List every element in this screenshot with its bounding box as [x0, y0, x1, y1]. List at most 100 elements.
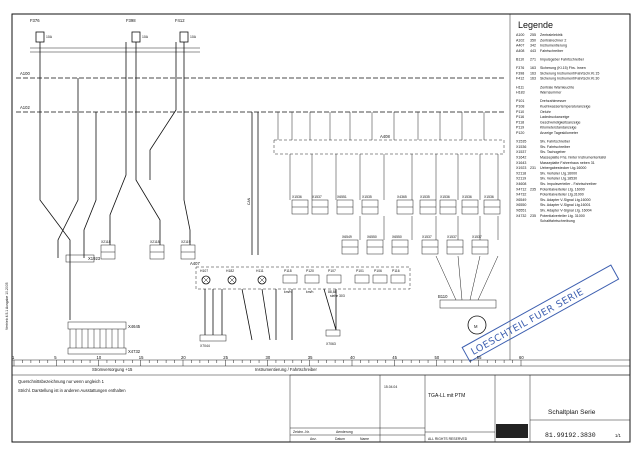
connector-x2118[interactable]: X2118	[100, 240, 116, 260]
connector-x1536[interactable]: X1536	[439, 195, 457, 215]
legend-code: B110	[516, 58, 524, 62]
wire-f412	[183, 42, 191, 245]
instrument-h111[interactable]: H111	[256, 269, 267, 285]
connector-x1923[interactable]: X1923	[65, 254, 101, 263]
legend-entry: P110 Oeluhr	[516, 110, 552, 114]
instrument-h182[interactable]: H182	[226, 269, 237, 285]
module-label: A407	[190, 261, 200, 266]
connector-x2118[interactable]: X2118	[149, 240, 165, 260]
legend-ref: 350	[530, 38, 536, 42]
legend-code: X6550	[516, 203, 526, 207]
title-date: 15.04.04	[384, 385, 397, 389]
connector-x7044[interactable]: X7044	[199, 334, 227, 348]
connector-x2119[interactable]: X2119	[180, 240, 196, 260]
connector-x1536[interactable]: X1536	[291, 195, 309, 215]
legend-entry: X1643 Masseplatte Fahrerhaus neben 31	[516, 161, 595, 165]
legend-code: P110	[516, 110, 524, 114]
legend-text: Uebergabestecker Ltg.16000	[540, 166, 586, 170]
legend-text: Oeluhr	[540, 110, 552, 114]
fuse-rating: 10A	[142, 35, 149, 39]
connector-x6550[interactable]: X6550	[366, 235, 384, 255]
fuse-f398[interactable]: F398 10A	[126, 18, 149, 43]
row-label-0: Zeichn.-Nr.	[293, 430, 310, 434]
sensor-b110[interactable]: M B110	[438, 294, 497, 335]
connector-label: X1535	[420, 195, 430, 199]
sheet-number: 1/1	[615, 433, 621, 438]
x7044-wires	[204, 289, 223, 335]
legend-text: Anzeige Tageskilometer	[540, 131, 579, 135]
module-a407[interactable]: A407	[190, 261, 411, 290]
instrument-p101[interactable]: P101	[354, 269, 370, 284]
connector-x1536[interactable]: X1536	[483, 195, 501, 215]
copyright: ALL RIGHTS RESERVED	[428, 437, 468, 441]
instrument-p106[interactable]: P106	[372, 269, 388, 284]
legend-code: X4732	[516, 193, 526, 197]
legend-code: P108	[516, 105, 524, 109]
legend-code: P119	[516, 126, 524, 130]
legend-text: Sicherung Instrument/Fahrtschr.Kl.15	[540, 71, 599, 75]
connector-x1535[interactable]: X1535	[361, 195, 379, 215]
legend-text: Impulsgeber Fahrtschreiber	[540, 58, 585, 62]
legend-code: F412	[516, 77, 524, 81]
connector-label: X2118	[150, 240, 160, 244]
legend-code: H111	[516, 85, 524, 89]
wire-a102	[83, 112, 97, 258]
legend-ref: 443	[530, 49, 536, 53]
instrument-label: P101	[356, 269, 364, 273]
connector-x1537[interactable]: X1537	[421, 235, 439, 255]
legend-code: X1643	[516, 161, 526, 165]
wire-f412-b	[149, 42, 177, 180]
instrument-label: H182	[226, 269, 234, 273]
connector-x1537[interactable]: X1537	[446, 235, 464, 255]
connector-x1537[interactable]: X1537	[311, 195, 329, 215]
busbar-a100-label: A100	[20, 71, 30, 76]
legend-text: Stv. Tachogeber	[540, 150, 566, 154]
connector-x1535[interactable]: X1535	[419, 195, 437, 215]
wire-f376	[39, 42, 71, 320]
legend-ref: 163	[530, 77, 536, 81]
to-b110-wires	[435, 255, 499, 301]
connector-x4365[interactable]: X4365	[396, 195, 414, 215]
ruler-tick-label: 1	[12, 355, 15, 360]
connector-x6551[interactable]: X6551	[336, 195, 354, 215]
legend-code: F376	[516, 66, 524, 70]
connector-x6549[interactable]: X6549	[341, 235, 359, 255]
legend-code: H183	[516, 91, 525, 95]
connector-x1536[interactable]: X1536	[461, 195, 479, 215]
connector-x7063[interactable]: X7063	[325, 329, 341, 346]
connector-label: X1923	[88, 256, 101, 261]
module-a408[interactable]: A408	[273, 134, 505, 155]
fuse-f376[interactable]: F376 10A	[30, 18, 53, 43]
fuse-f412[interactable]: F412 10A	[175, 18, 197, 43]
ruler-tick-label: 35	[308, 355, 313, 360]
legend-code: X1537	[516, 150, 526, 154]
legend-code: A100	[516, 33, 524, 37]
connector-label: X1535	[362, 195, 372, 199]
instrument-h107[interactable]: H107	[200, 269, 211, 285]
legend-text: Schaltfahrtschreibung	[540, 219, 575, 223]
fuse-rating: 10A	[190, 35, 197, 39]
instrument-p116[interactable]: P116	[390, 269, 406, 284]
connector-x6550[interactable]: X6550	[391, 235, 409, 255]
legend-text: Masseplatte Fahrerhaus neben 31	[540, 161, 595, 165]
connector-label: X6551	[337, 195, 347, 199]
connector-x4732[interactable]: X4732	[67, 347, 141, 355]
legend-code: F398	[516, 71, 524, 75]
instrument-label: P106	[374, 269, 382, 273]
ruler-tick-label: 55	[477, 355, 482, 360]
legend-text: Geschwindigkeitsanzeige	[540, 120, 581, 124]
connector-x4645[interactable]: X4645	[67, 321, 141, 330]
